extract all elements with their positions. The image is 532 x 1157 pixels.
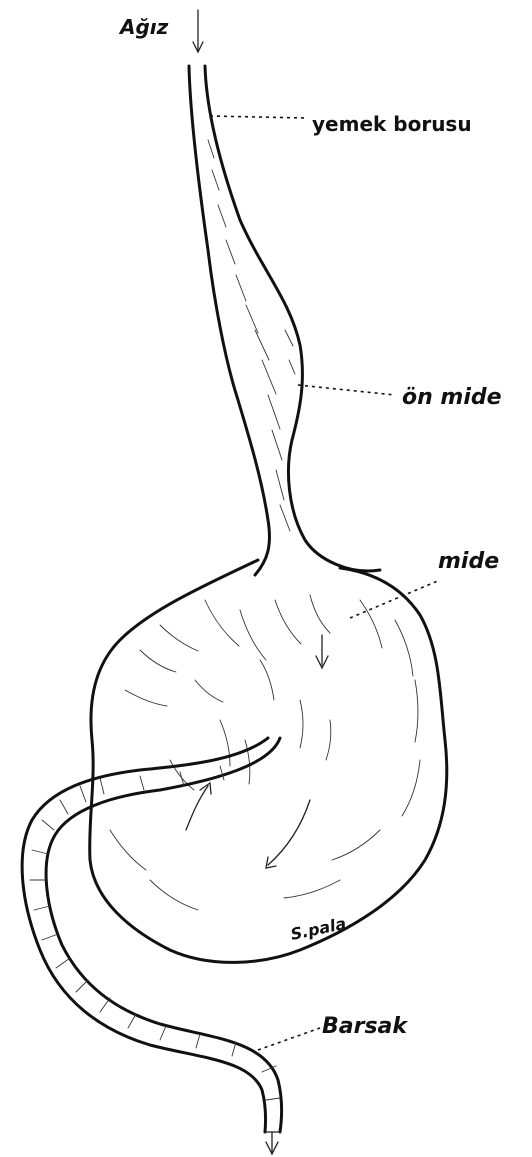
stomach-leader bbox=[350, 580, 440, 618]
proventriculus-outline bbox=[205, 66, 380, 571]
intestine-hatching bbox=[30, 766, 280, 1100]
mouth-inflow-arrow bbox=[193, 10, 203, 52]
proventriculus-leader bbox=[298, 385, 395, 395]
stomach-flow-arrows bbox=[186, 635, 328, 868]
stomach-label: mide bbox=[438, 549, 499, 574]
proventriculus-label: ön mide bbox=[402, 385, 502, 410]
esophagus-outline bbox=[189, 66, 269, 575]
stomach-hatching bbox=[110, 595, 420, 910]
intestine-outflow-arrow bbox=[266, 1132, 278, 1154]
artist-signature: S.pala bbox=[289, 914, 348, 944]
intestine-leader bbox=[258, 1028, 320, 1050]
esophagus-label: yemek borusu bbox=[312, 112, 472, 136]
intestine-label: Barsak bbox=[322, 1014, 408, 1039]
stomach-outline bbox=[90, 560, 447, 962]
mouth-label: Ağız bbox=[118, 15, 169, 39]
esophagus-leader bbox=[210, 116, 305, 118]
